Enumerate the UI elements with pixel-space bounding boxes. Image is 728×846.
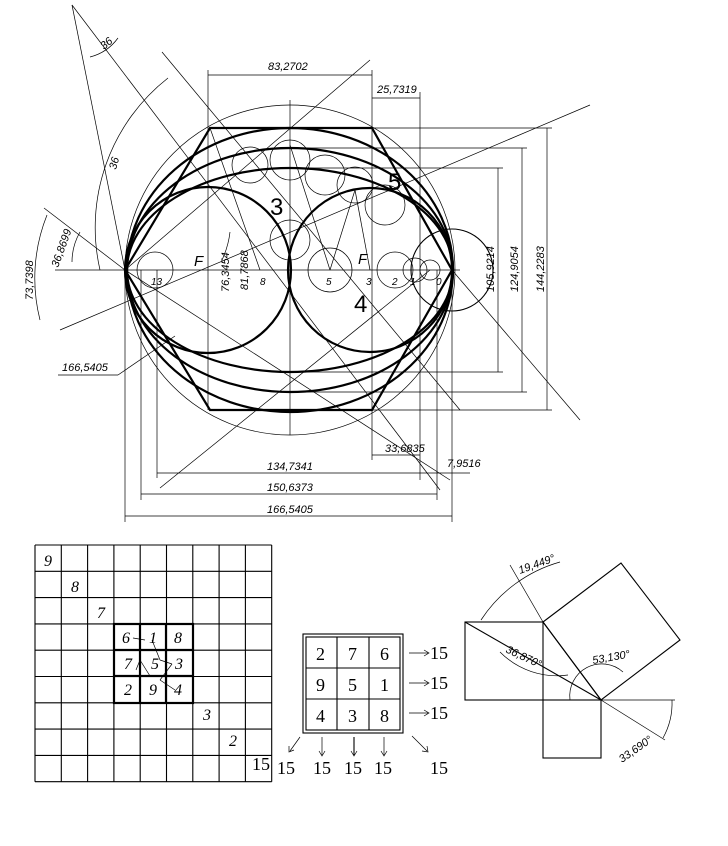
dim-150-6373: 150,6373 xyxy=(267,482,314,494)
number-grid: 9 8 7 3 2 6 1 8 7 5 3 2 9 4 15 xyxy=(34,544,273,783)
diag-3: 3 xyxy=(202,707,211,724)
svg-text:4: 4 xyxy=(174,682,182,699)
angle-73-7398: 73,7398 xyxy=(24,259,36,300)
dim-25-7319: 25,7319 xyxy=(376,84,417,96)
angle-36-870: 36,870° xyxy=(504,644,544,671)
angle-36-mid: 36 xyxy=(107,155,122,171)
svg-text:1: 1 xyxy=(149,630,157,647)
main-construction: 83,2702 25,7319 105,9214 124,9054 144,22… xyxy=(24,4,591,522)
radius-81-7868: 81,7868 xyxy=(239,249,251,290)
dim-166-5405: 166,5405 xyxy=(267,504,314,516)
knight-move-arrows xyxy=(132,637,176,691)
dim-144-2283: 144,2283 xyxy=(535,245,547,292)
svg-text:7: 7 xyxy=(124,656,133,673)
grid-corner-15: 15 xyxy=(252,754,270,774)
sum-arrows xyxy=(288,649,430,757)
magic-square-cell: 9 xyxy=(316,675,325,695)
diag-sum-left: 15 xyxy=(277,758,295,778)
point-13: 13 xyxy=(151,277,163,288)
point-1: 1 xyxy=(410,277,416,288)
region-label-5: 5 xyxy=(388,169,401,196)
magic-square-cell: 1 xyxy=(380,675,389,695)
svg-text:6: 6 xyxy=(122,630,130,647)
region-label-3: 3 xyxy=(270,194,283,221)
radius-76-3454: 76,3454 xyxy=(220,252,232,292)
region-label-4: 4 xyxy=(354,291,367,318)
svg-text:2: 2 xyxy=(124,682,132,699)
square-a xyxy=(464,621,544,701)
dim-124-9054: 124,9054 xyxy=(509,246,521,292)
construction-lines xyxy=(34,4,591,522)
dim-83-2702: 83,2702 xyxy=(268,61,308,73)
dim-7-9516: 7,9516 xyxy=(447,458,482,470)
magic-square-cell: 2 xyxy=(316,644,325,664)
diag-9: 9 xyxy=(44,553,52,570)
focus-left: F xyxy=(194,253,204,270)
dimension-lines xyxy=(58,74,548,517)
angle-33-690: 33,690° xyxy=(617,733,656,765)
point-8: 8 xyxy=(260,277,266,288)
magic-square-cell: 7 xyxy=(348,644,357,664)
magic-square-cell: 3 xyxy=(348,706,357,726)
point-0: 0 xyxy=(436,277,442,288)
pythagoras-figure: 19,449° 36,870° 53,130° 33,690° xyxy=(464,552,681,765)
dim-134-7341: 134,7341 xyxy=(267,461,313,473)
angle-19-449: 19,449° xyxy=(517,552,557,576)
svg-text:3: 3 xyxy=(174,656,183,673)
diag-sum-right: 15 xyxy=(430,758,448,778)
dim-33-6835: 33,6835 xyxy=(385,443,426,455)
focus-right: F xyxy=(358,251,368,268)
center-3x3-block xyxy=(112,622,195,705)
svg-text:8: 8 xyxy=(174,630,182,647)
magic-square-cell: 6 xyxy=(380,644,389,664)
magic-square-cell: 5 xyxy=(348,675,357,695)
angle-36-top: 36 xyxy=(98,35,116,53)
axis-circles xyxy=(136,139,441,293)
row-sum-3: 15 xyxy=(430,703,448,723)
magic-square: 2 7 6 9 5 1 4 3 8 15 15 15 15 15 15 15 15 xyxy=(277,633,448,778)
square-b xyxy=(542,699,602,759)
row-sum-1: 15 xyxy=(430,643,448,663)
svg-text:9: 9 xyxy=(149,682,157,699)
diag-7: 7 xyxy=(97,605,106,622)
angle-36-8699: 36,8699 xyxy=(50,228,75,269)
dim-105-9214: 105,9214 xyxy=(485,246,497,292)
point-2: 2 xyxy=(391,277,398,288)
col-sum-1: 15 xyxy=(313,758,331,778)
point-3: 3 xyxy=(366,277,372,288)
angle-53-130: 53,130° xyxy=(591,648,631,667)
dim-leader-166-5405: 166,5405 xyxy=(62,362,109,374)
diag-8: 8 xyxy=(71,579,79,596)
magic-square-cell: 4 xyxy=(316,706,325,726)
diag-2: 2 xyxy=(229,733,237,750)
square-c xyxy=(542,562,681,701)
svg-text:5: 5 xyxy=(151,656,159,673)
point-5: 5 xyxy=(326,277,332,288)
col-sum-2: 15 xyxy=(344,758,362,778)
row-sum-2: 15 xyxy=(430,673,448,693)
col-sum-3: 15 xyxy=(374,758,392,778)
center-cells: 6 1 8 7 5 3 2 9 4 xyxy=(122,630,183,699)
magic-square-cell: 8 xyxy=(380,706,389,726)
